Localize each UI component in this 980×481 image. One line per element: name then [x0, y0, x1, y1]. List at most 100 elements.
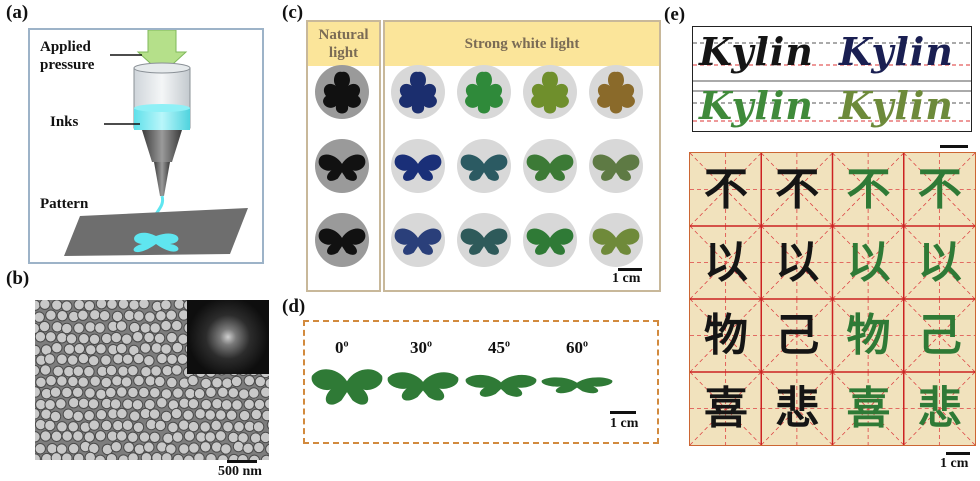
sem-particle: [123, 309, 136, 322]
sem-particle: [83, 300, 96, 312]
natural-light-header: Natural light: [308, 22, 379, 66]
butterfly-view: [465, 374, 537, 397]
sem-particle: [139, 342, 152, 354]
sem-particle: [127, 431, 139, 443]
butterfly-sample: [526, 154, 574, 181]
sem-particle: [94, 322, 106, 334]
sem-particle: [149, 431, 161, 444]
butterfly-angle-views: [311, 369, 613, 405]
sem-particle: [144, 311, 156, 323]
substrate: [64, 208, 248, 256]
sem-particle: [222, 421, 234, 433]
sem-particle: [248, 387, 260, 399]
sem-particle: [265, 443, 269, 455]
sem-particle: [140, 452, 153, 460]
sem-particle: [44, 419, 56, 432]
sem-particle: [117, 300, 130, 310]
sem-particle: [35, 331, 47, 343]
applied-pressure-label: Applied pressure: [40, 39, 95, 73]
sem-particle: [45, 374, 57, 387]
calligraphy-character: 不: [917, 164, 962, 215]
scale-bar-d: [610, 411, 636, 414]
butterfly-sample: [460, 154, 508, 181]
butterfly-sample: [592, 154, 640, 181]
sem-particle: [39, 430, 52, 442]
sem-particle: [41, 452, 53, 460]
sem-particle: [111, 310, 124, 323]
sem-particle: [44, 353, 56, 365]
sem-particle: [56, 421, 68, 433]
sem-particle: [210, 441, 223, 453]
sem-particle: [171, 364, 183, 376]
sem-particle: [105, 386, 117, 399]
calligraphy-character: 悲: [775, 383, 820, 434]
calligraphy-character: 不: [775, 164, 820, 215]
sem-particle: [154, 375, 166, 388]
sem-particle: [260, 454, 269, 460]
sem-particle: [237, 453, 249, 460]
sem-particle: [205, 453, 217, 460]
sem-particle: [199, 441, 212, 453]
calligraphy-character: 以: [775, 237, 820, 288]
angle-value: 30: [410, 338, 427, 357]
sem-particle: [187, 420, 200, 433]
sem-particle: [170, 407, 183, 420]
sem-particle: [73, 300, 85, 311]
sem-particle: [259, 431, 269, 444]
scale-label-b: 500 nm: [218, 464, 262, 479]
sem-particle: [100, 376, 112, 389]
panel-e-label: (e): [664, 4, 686, 25]
sem-particle: [172, 431, 184, 443]
butterfly-sample: [592, 228, 640, 255]
sem-particle: [110, 440, 122, 453]
angle-label: 45o: [488, 338, 510, 358]
natural-light-column: Natural light: [306, 20, 381, 292]
sem-image: [35, 300, 269, 460]
sem-particle: [110, 331, 123, 344]
sem-particle: [95, 408, 108, 421]
sem-particle: [77, 352, 90, 365]
sem-particle: [55, 443, 68, 455]
sem-particle: [50, 430, 63, 442]
sem-particle: [61, 386, 73, 399]
sem-particle: [143, 354, 155, 367]
sem-particle: [215, 409, 227, 421]
sem-particle: [264, 398, 269, 410]
sem-particle: [83, 431, 96, 443]
sem-particle: [56, 353, 68, 365]
sem-particle: [67, 421, 79, 433]
sem-particle: [252, 421, 265, 433]
sem-particle: [62, 408, 75, 420]
sem-particle: [154, 419, 167, 432]
sem-particle: [225, 409, 238, 421]
sem-particle: [160, 388, 173, 400]
sem-particle: [35, 418, 47, 431]
sem-particle: [117, 454, 130, 460]
sem-particle: [72, 365, 85, 377]
sem-particle: [133, 374, 145, 387]
sem-particle: [156, 397, 168, 409]
sem-particle: [63, 365, 75, 378]
calligraphy-character: 悲: [917, 383, 962, 434]
sem-particle: [77, 309, 89, 321]
sem-particle: [61, 322, 73, 335]
sem-particle: [78, 333, 90, 345]
sem-particle: [211, 377, 223, 389]
butterfly-sample: [460, 228, 508, 255]
sem-particle: [132, 331, 144, 343]
sem-particle: [210, 419, 222, 432]
flower-sample: [323, 71, 361, 114]
inks-label: Inks: [50, 114, 79, 130]
fft-inset: [187, 300, 269, 374]
rice-paper-grid: [690, 153, 975, 445]
sem-particle: [111, 375, 123, 387]
sem-particle: [84, 451, 96, 460]
butterfly-sample: [318, 228, 366, 255]
sem-particle: [121, 333, 133, 345]
sem-particle: [84, 387, 96, 399]
sem-particle: [55, 398, 67, 410]
sem-particle: [88, 419, 100, 431]
sem-particle: [150, 342, 163, 354]
sem-particle: [83, 365, 95, 378]
kylin-writing: Kylin Kylin Kylin Kylin: [692, 26, 972, 132]
